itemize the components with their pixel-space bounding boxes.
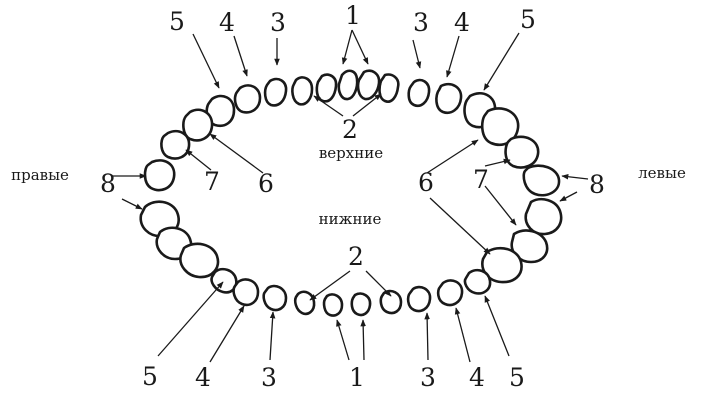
tooth-upper-right-6 xyxy=(182,108,214,142)
label-3-top-right: 3 xyxy=(270,8,286,37)
tooth-upper-right-3 xyxy=(291,76,314,106)
label-7-left: 7 xyxy=(473,165,489,194)
lower-teeth xyxy=(139,198,563,317)
label-4-bottom-right: 4 xyxy=(195,363,211,392)
label-6-left: 6 xyxy=(418,168,434,197)
label-5-bottom-right: 5 xyxy=(142,362,158,391)
tooth-lower-left-4 xyxy=(436,279,464,307)
tooth-lower-left-2 xyxy=(379,289,403,315)
label-right-side: правые xyxy=(11,166,69,184)
label-2-lower: 2 xyxy=(348,242,364,271)
tooth-lower-right-4 xyxy=(232,278,260,307)
label-2-upper: 2 xyxy=(342,115,358,144)
tooth-upper-left-2 xyxy=(378,73,400,103)
upper-teeth xyxy=(143,69,561,197)
tooth-lower-left-5 xyxy=(463,268,492,295)
tooth-upper-right-8 xyxy=(143,159,176,192)
tooth-upper-right-1 xyxy=(337,69,359,101)
label-5-top-right: 5 xyxy=(169,7,185,36)
word-labels: правые левые верхние нижние xyxy=(11,144,686,228)
label-upper-jaw: верхние xyxy=(319,144,383,162)
label-8-right: 8 xyxy=(100,169,116,198)
tooth-lower-right-6 xyxy=(179,242,220,279)
label-3-bottom-right: 3 xyxy=(261,363,277,392)
label-4-top-right: 4 xyxy=(219,8,235,37)
label-6-right: 6 xyxy=(258,169,274,198)
label-4-bottom-left: 4 xyxy=(469,363,485,392)
label-8-left: 8 xyxy=(589,170,605,199)
tooth-lower-right-2 xyxy=(293,290,316,316)
label-3-top-left: 3 xyxy=(413,8,429,37)
label-7-right: 7 xyxy=(204,167,220,196)
label-1-top: 1 xyxy=(345,1,361,30)
tooth-lower-left-8 xyxy=(524,198,563,236)
tooth-lower-right-3 xyxy=(262,284,288,312)
tooth-upper-left-3 xyxy=(407,78,431,108)
tooth-upper-right-7 xyxy=(160,129,191,160)
label-5-top-left: 5 xyxy=(520,5,536,34)
label-left-side: левые xyxy=(638,164,686,182)
tooth-upper-right-3b xyxy=(263,77,288,107)
number-labels: 5 4 3 1 3 4 5 2 8 7 6 6 7 8 2 5 4 3 1 3 … xyxy=(100,1,605,392)
tooth-upper-right-4 xyxy=(233,84,262,114)
tooth-upper-left-7 xyxy=(504,135,540,169)
label-lower-jaw: нижние xyxy=(319,210,382,228)
tooth-upper-right-2 xyxy=(315,73,338,103)
tooth-upper-left-8 xyxy=(522,164,561,197)
tooth-upper-left-4 xyxy=(435,82,463,115)
label-4-top-left: 4 xyxy=(454,8,470,37)
label-5-bottom-left: 5 xyxy=(509,363,525,392)
label-1-bottom: 1 xyxy=(349,363,365,392)
pointer-arrows xyxy=(112,29,589,363)
tooth-lower-left-3 xyxy=(406,285,432,313)
tooth-lower-left-1 xyxy=(350,292,372,317)
label-3-bottom-left: 3 xyxy=(420,363,436,392)
tooth-upper-left-1 xyxy=(356,69,381,101)
tooth-lower-right-1 xyxy=(322,293,344,317)
